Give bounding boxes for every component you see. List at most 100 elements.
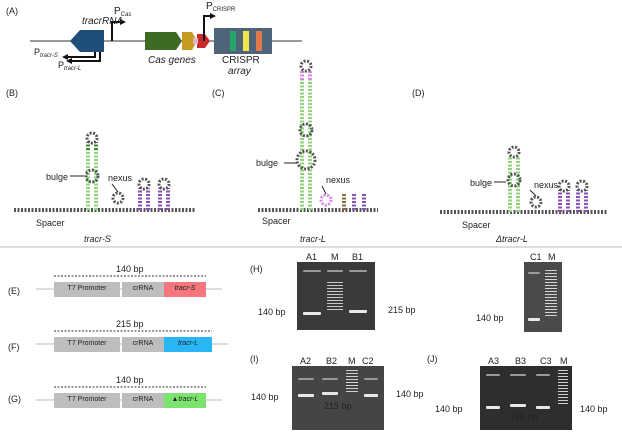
array-label: array [228, 66, 251, 77]
j-lane-a3: A3 [488, 356, 500, 366]
c-mid-loop [298, 122, 314, 138]
tracrRNA-gene-arrow [70, 30, 104, 52]
c-bulge-label: bulge [256, 158, 279, 168]
i-left-marker: 140 bp [251, 392, 279, 402]
panel-label-f: (F) [8, 342, 20, 352]
i-well-4 [364, 378, 378, 380]
h2-lane-m: M [548, 252, 556, 262]
b-caption: tracr-S [84, 234, 111, 244]
e-t7-promoter: T7 Promoter [54, 282, 120, 297]
h1-well-1 [303, 270, 321, 272]
i-well-2 [322, 378, 338, 380]
gel-h1 [297, 262, 375, 330]
h1-ladder [327, 282, 343, 312]
tracr-L-structure [258, 59, 378, 212]
b-hairpin2-loop [157, 177, 171, 191]
pcas-label: PCas [114, 6, 131, 21]
d-hairpin2-loop [575, 179, 589, 193]
h1-well-3 [349, 270, 367, 272]
j-well-2 [510, 374, 526, 376]
b-top-loop [85, 131, 99, 145]
i-band-a2 [298, 394, 314, 397]
j-band-b3 [510, 404, 526, 407]
spacer-orange [256, 31, 262, 51]
ptracrL-promoter-arrow [70, 52, 101, 62]
c-nexus-pointer [321, 185, 327, 195]
cas-gene-green [145, 32, 182, 50]
d-nexus-label: nexus [534, 180, 559, 190]
g-size-label: 140 bp [116, 375, 144, 385]
i-lane-a2: A2 [300, 356, 312, 366]
ptracrL-sub: tracr-L [64, 66, 82, 72]
panel-label-d: (D) [412, 88, 425, 98]
j-lane-c3: C3 [540, 356, 552, 366]
h-left-marker: 140 bp [258, 307, 286, 317]
c-nexus-loop [319, 193, 333, 207]
f-t7-promoter: T7 Promoter [54, 337, 120, 352]
ptracrL-label: Ptracr-L [58, 60, 81, 75]
c-spacer-label: Spacer [262, 216, 291, 226]
i-mid-marker: 215 bp [324, 401, 352, 411]
d-caption: Δtracr-L [496, 234, 528, 244]
panel-label-b: (B) [6, 88, 18, 98]
panel-label-g: (G) [8, 394, 21, 404]
h2-left-marker: 140 bp [476, 313, 504, 323]
j-left-marker: 140 bp [435, 404, 463, 414]
i-band-b2 [322, 392, 338, 395]
i-ladder [346, 370, 358, 394]
dtracr-L-structure [440, 145, 608, 214]
gel-i [292, 366, 384, 430]
e-tracr: tracr-S [164, 282, 206, 297]
ptracrL-arrowhead [66, 58, 72, 64]
j-well-1 [486, 374, 500, 376]
ptracrS-sub: tracr-S [40, 53, 58, 59]
d-nexus-pointer [529, 189, 537, 197]
d-bulge-label: bulge [470, 178, 493, 188]
cas-gene-small [193, 38, 198, 44]
g-crrna: crRNA [122, 393, 164, 408]
spacer-green [230, 31, 236, 51]
h-lane-b1: B1 [352, 252, 364, 262]
panel-label-a: (A) [6, 6, 18, 16]
j-lane-m: M [560, 356, 568, 366]
h1-band-b1 [349, 310, 367, 313]
tracrRNA-label: tracrRNA [82, 16, 124, 27]
ptracrS-label: Ptracr-S [34, 47, 58, 62]
e-crrna: crRNA [122, 282, 164, 297]
pcas-sub: Cas [120, 12, 132, 18]
h-lane-a1: A1 [306, 252, 318, 262]
e-size-label: 140 bp [116, 264, 144, 274]
c-bulge-loop [295, 149, 317, 171]
b-spacer-label: Spacer [36, 218, 65, 228]
d-top-loop [507, 145, 521, 159]
b-bulge-label: bulge [46, 172, 69, 182]
pcrispr-sub: CRISPR [212, 7, 236, 13]
i-lane-b2: B2 [326, 356, 338, 366]
panel-label-j: (J) [427, 354, 438, 364]
panel-label-e: (E) [8, 286, 20, 296]
j-well-3 [536, 374, 550, 376]
b-nexus-loop [111, 191, 125, 205]
d-hairpin1-loop [557, 179, 571, 193]
cas-genes-label: Cas genes [148, 55, 196, 66]
cas-gene-gold [182, 32, 197, 50]
h2-ladder [545, 270, 557, 316]
ptracrS-text: P [34, 47, 41, 57]
h1-well-2 [327, 270, 343, 272]
b-nexus-label: nexus [108, 173, 133, 183]
h2-band-c1 [528, 318, 540, 321]
j-ladder [558, 370, 568, 406]
gel-h2 [524, 262, 562, 332]
d-spacer-label: Spacer [462, 220, 491, 230]
i-right-marker: 140 bp [396, 389, 424, 399]
pcrispr-text: P [206, 1, 213, 12]
h-lane-m: M [331, 252, 339, 262]
j-mid-marker: 215 bp [510, 412, 538, 422]
i-lane-c2: C2 [362, 356, 374, 366]
crispr-label: CRISPR [222, 55, 260, 66]
j-band-c3 [536, 406, 550, 409]
pcas-promoter-arrow [111, 21, 122, 41]
j-right-marker: 140 bp [580, 404, 608, 414]
